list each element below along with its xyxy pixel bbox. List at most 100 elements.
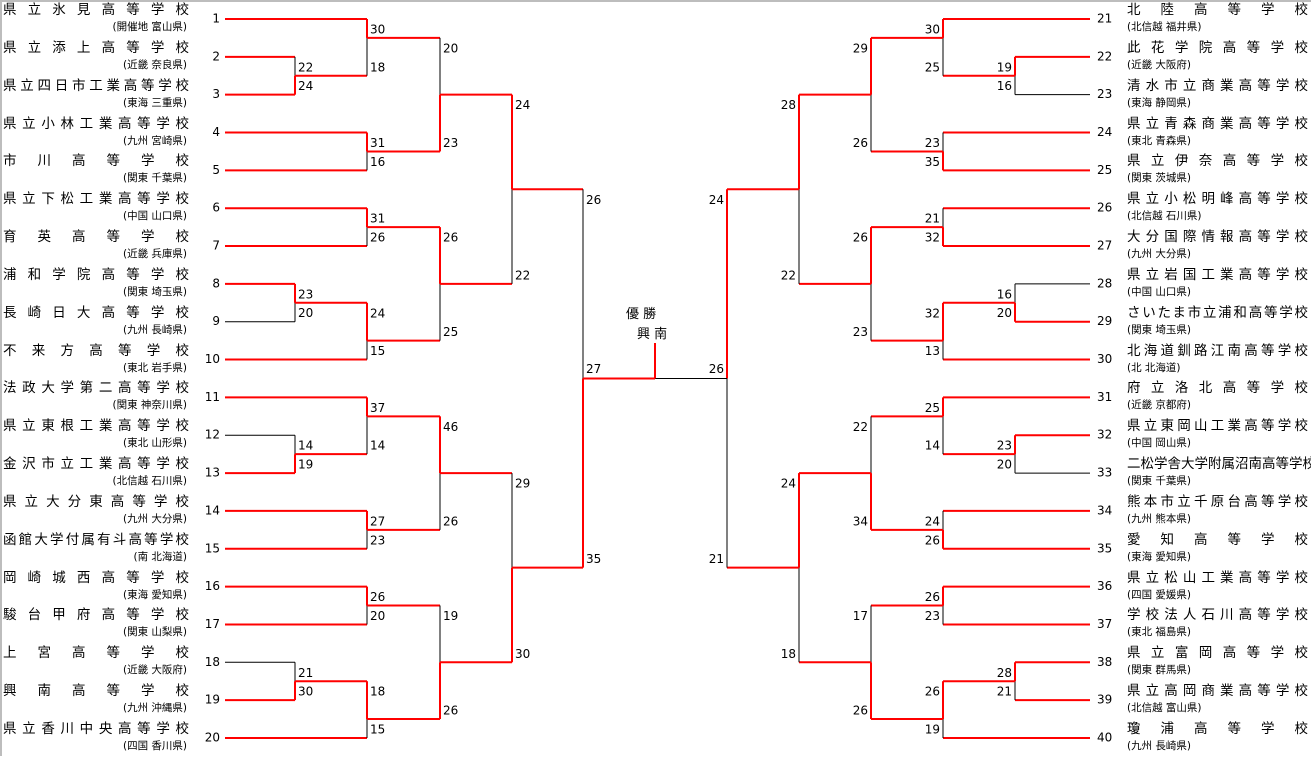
team-number: 10 — [205, 352, 220, 366]
score: 26 — [853, 704, 868, 718]
score: 26 — [586, 193, 601, 207]
score: 16 — [997, 287, 1012, 301]
team-number: 13 — [205, 466, 220, 480]
team-entry: 県立伊奈高等学校(関東 茨城県) — [1127, 151, 1308, 189]
score: 37 — [370, 401, 385, 415]
school-name: 県立東岡山工業高等学校 — [1127, 418, 1308, 435]
team-entry: 県立添上高等学校(近畿 奈良県) — [3, 38, 189, 76]
score: 31 — [370, 136, 385, 150]
team-number: 26 — [1097, 201, 1112, 215]
school-region: (九州 長崎県) — [1127, 739, 1192, 752]
score: 20 — [370, 609, 385, 623]
score: 16 — [997, 79, 1012, 93]
school-region: (東海 愛知県) — [122, 588, 187, 601]
school-name: 県立岩国工業高等学校 — [1127, 266, 1308, 283]
team-number: 18 — [205, 655, 220, 669]
score: 35 — [925, 155, 940, 169]
school-name: 函館大学付属有斗高等学校 — [3, 531, 189, 548]
score: 22 — [781, 268, 796, 282]
school-name: 二松学舎大学附属沼南高等学校 — [1127, 456, 1311, 473]
team-number: 40 — [1097, 730, 1112, 744]
school-region: (近畿 大阪府) — [122, 664, 187, 677]
team-entry: 北陸高等学校(北信越 福井県) — [1127, 0, 1308, 38]
team-entry: 育英高等学校(近畿 兵庫県) — [3, 227, 189, 265]
score: 21 — [925, 212, 940, 226]
school-region: (中国 山口県) — [122, 210, 187, 223]
team-number: 7 — [212, 239, 220, 253]
school-name: 市川高等学校 — [3, 153, 189, 170]
score: 46 — [443, 420, 458, 434]
score: 30 — [925, 23, 940, 37]
team-number: 25 — [1097, 163, 1112, 177]
score: 14 — [298, 439, 313, 453]
score: 14 — [370, 439, 385, 453]
score: 26 — [443, 231, 458, 245]
team-entry: 瓊浦高等学校(九州 長崎県) — [1127, 719, 1308, 757]
score: 26 — [443, 704, 458, 718]
score: 24 — [925, 514, 940, 528]
team-number: 34 — [1097, 503, 1112, 517]
school-name: 熊本市立千原台高等学校 — [1127, 493, 1308, 510]
team-number: 28 — [1097, 276, 1112, 290]
school-name: 県立氷見高等学校 — [3, 2, 189, 18]
score: 18 — [370, 60, 385, 74]
school-region: (近畿 奈良県) — [122, 58, 187, 71]
score: 23 — [997, 439, 1012, 453]
school-region: (関東 群馬県) — [1127, 664, 1192, 677]
school-name: 浦和学院高等学校 — [3, 266, 189, 283]
team-entry: 興南高等学校(九州 沖縄県) — [3, 681, 189, 719]
school-region: (中国 山口県) — [1127, 285, 1192, 298]
school-region: (開催地 富山県) — [112, 21, 187, 33]
score: 20 — [443, 41, 458, 55]
score: 26 — [925, 590, 940, 604]
school-name: 県立小松明峰高等学校 — [1127, 191, 1308, 208]
team-entry: 県立小松明峰高等学校 (北信越 石川県) — [1127, 189, 1308, 227]
school-name: 県立大分東高等学校 — [3, 493, 189, 510]
team-entry: 金沢市立工業高等学校(北信越 石川県) — [3, 454, 189, 492]
score: 32 — [925, 306, 940, 320]
score: 25 — [925, 401, 940, 415]
school-region: (近畿 大阪府) — [1127, 58, 1192, 71]
school-name: 不来方高等学校 — [3, 342, 189, 359]
school-region: (関東 茨城県) — [1127, 172, 1192, 185]
score: 35 — [586, 552, 601, 566]
score: 34 — [853, 514, 868, 528]
score: 19 — [925, 722, 940, 736]
score: 23 — [443, 136, 458, 150]
school-region: (東北 青森県) — [1127, 134, 1192, 147]
score: 19 — [298, 458, 313, 472]
champion-name: 興 南 — [637, 327, 668, 342]
school-region: (関東 神奈川県) — [112, 399, 187, 412]
school-region: (北信越 石川県) — [1127, 210, 1202, 223]
school-region: (北信越 富山県) — [1127, 702, 1202, 715]
team-entry: 県立四日市工業高等学校(東海 三重県) — [3, 76, 189, 114]
team-number: 6 — [212, 201, 220, 215]
score: 23 — [925, 609, 940, 623]
school-name: 府立洛北高等学校 — [1127, 380, 1308, 397]
school-name: 県立東根工業高等学校 — [3, 418, 189, 435]
school-region: (四国 香川県) — [122, 739, 187, 752]
score: 21 — [298, 666, 313, 680]
team-entry: 浦和学院高等学校(関東 埼玉県) — [3, 265, 189, 303]
score: 26 — [925, 533, 940, 547]
score: 24 — [781, 477, 796, 491]
school-name: 県立四日市工業高等学校 — [3, 77, 189, 94]
team-number: 8 — [212, 276, 220, 290]
final-score: 26 — [709, 362, 724, 376]
school-region: (九州 沖縄県) — [122, 702, 187, 715]
team-entry: 県立東根工業高等学校(東北 山形県) — [3, 416, 189, 454]
school-region: (中国 岡山県) — [1127, 437, 1192, 450]
score: 20 — [997, 306, 1012, 320]
score: 21 — [709, 552, 724, 566]
team-entry: 市川高等学校(関東 千葉県) — [3, 151, 189, 189]
score: 19 — [997, 60, 1012, 74]
team-number: 23 — [1097, 87, 1112, 101]
score: 28 — [997, 666, 1012, 680]
score: 24 — [298, 79, 313, 93]
team-entry: 大分国際情報高等学校(九州 大分県) — [1127, 227, 1308, 265]
final-score: 27 — [586, 362, 601, 376]
team-entry: 熊本市立千原台高等学校(九州 熊本県) — [1127, 492, 1308, 530]
team-number: 20 — [205, 730, 220, 744]
score: 28 — [781, 98, 796, 112]
